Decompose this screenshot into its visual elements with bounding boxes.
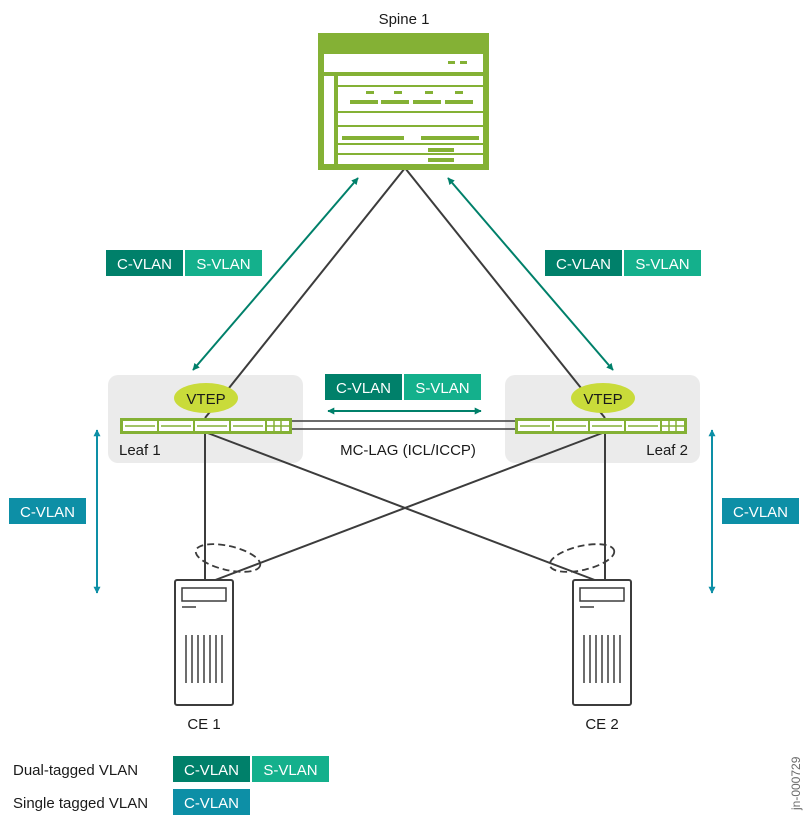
leaf2-ce1-link <box>209 431 606 583</box>
legend-dual-label: Dual-tagged VLAN <box>13 762 138 779</box>
cvlan-tag-text: C-VLAN <box>733 504 788 521</box>
cvlan-tag-text: C-VLAN <box>556 256 611 273</box>
cvlan-tag-text: C-VLAN <box>20 504 75 521</box>
leaf2-label: Leaf 2 <box>646 442 688 459</box>
ce2-lag-bundle <box>548 543 616 573</box>
leaf1-ce2-link <box>204 431 601 583</box>
tag-single-right: C-VLAN <box>722 498 799 524</box>
figure-id: jn-000729 <box>789 756 803 811</box>
ce1-label: CE 1 <box>187 716 220 733</box>
leaf1-switch <box>120 418 292 434</box>
cvlan-tag-text: C-VLAN <box>117 256 172 273</box>
leaf1-label: Leaf 1 <box>119 442 161 459</box>
cvlan-tag-text: C-VLAN <box>336 380 391 397</box>
tag-pair-spine-leaf2: C-VLAN S-VLAN <box>545 250 701 276</box>
legend-cvlan-text: C-VLAN <box>184 762 239 779</box>
svlan-tag-text: S-VLAN <box>415 380 469 397</box>
legend-single-cvlan-text: C-VLAN <box>184 795 239 812</box>
svlan-tag-text: S-VLAN <box>635 256 689 273</box>
leaf2-vtep-label: VTEP <box>583 391 622 408</box>
ce1-server <box>174 579 234 706</box>
spine-leaf1-tunnel-arrow <box>192 177 359 371</box>
leaf1-vtep-badge <box>174 383 238 413</box>
tag-single-left: C-VLAN <box>9 498 86 524</box>
leaf2-switch <box>515 418 687 434</box>
spine-switch <box>318 33 489 170</box>
tag-pair-spine-leaf1: C-VLAN S-VLAN <box>106 250 262 276</box>
mclag-label: MC-LAG (ICL/ICCP) <box>340 442 476 459</box>
legend-svlan-text: S-VLAN <box>263 762 317 779</box>
ce2-label: CE 2 <box>585 716 618 733</box>
ce1-lag-bundle <box>194 543 262 573</box>
leaf2-vtep-badge <box>571 383 635 413</box>
ce2-server <box>572 579 632 706</box>
svlan-tag-text: S-VLAN <box>196 256 250 273</box>
legend-single-label: Single tagged VLAN <box>13 795 148 812</box>
legend: Dual-tagged VLAN C-VLAN S-VLAN Single ta… <box>13 756 329 815</box>
tag-pair-mclag: C-VLAN S-VLAN <box>325 374 481 400</box>
spine-leaf2-tunnel-arrow <box>447 177 614 371</box>
leaf1-vtep-label: VTEP <box>186 391 225 408</box>
spine-label: Spine 1 <box>379 11 430 28</box>
